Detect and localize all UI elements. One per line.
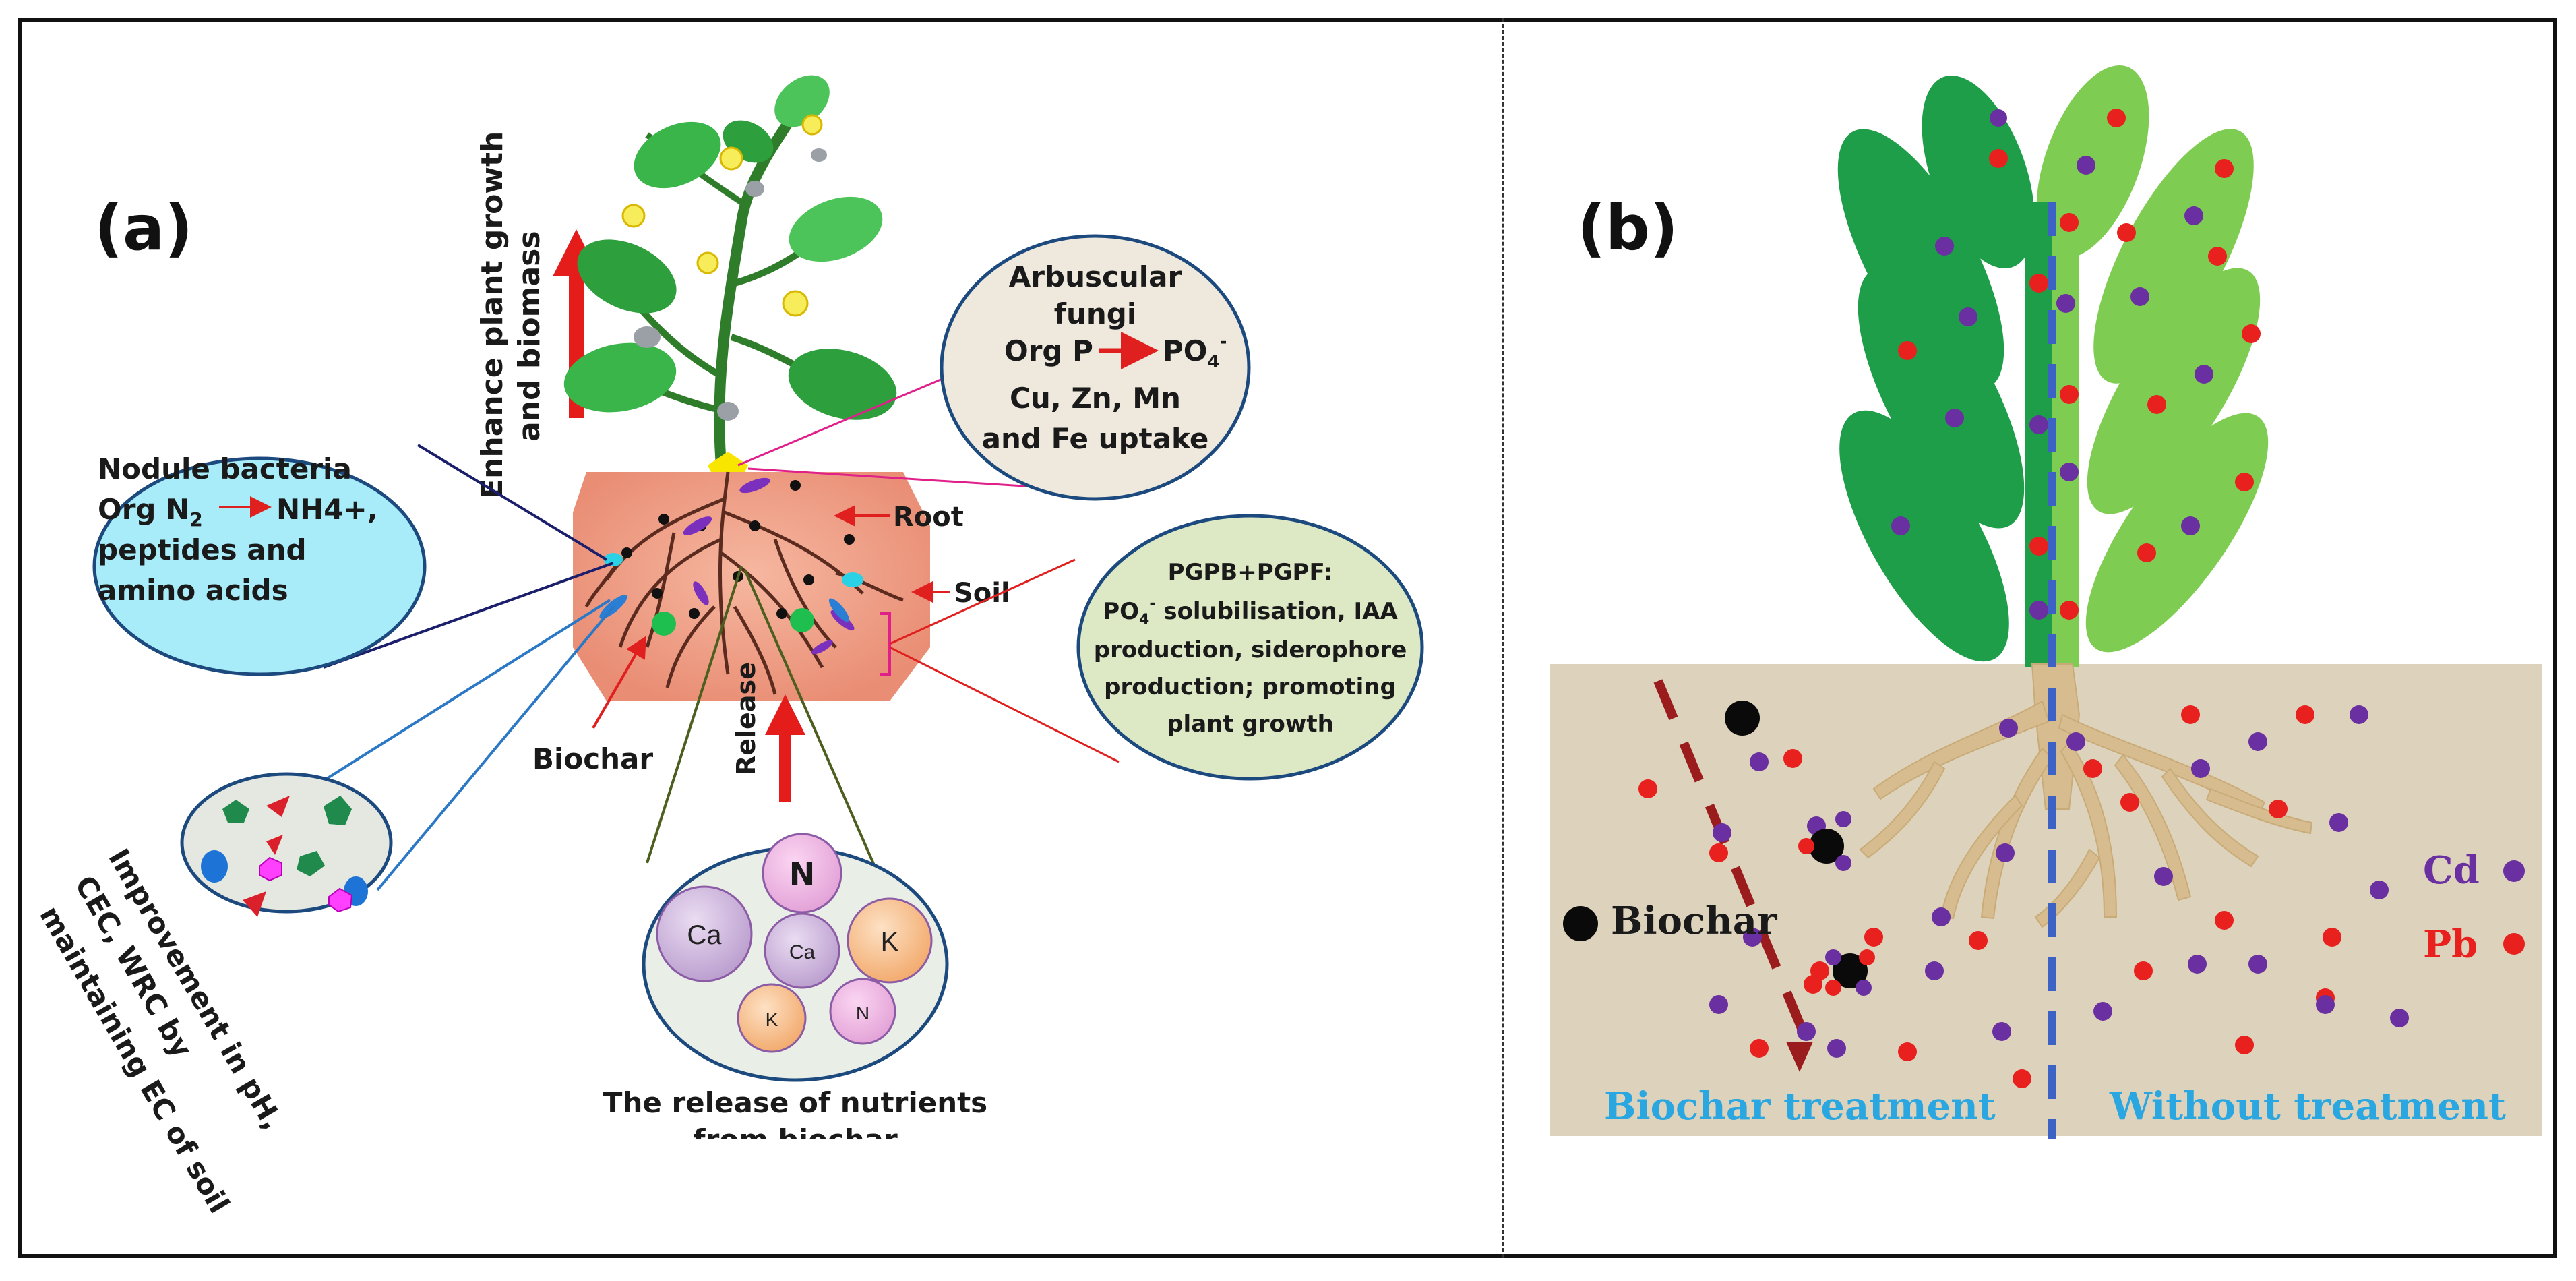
panel-b-label: (b)	[1577, 192, 1678, 264]
nutrient-k-big: K	[881, 927, 899, 957]
without-treatment-caption: Without treatment	[2109, 1084, 2506, 1129]
nodule-line1: Nodule bacteria	[98, 452, 352, 485]
biochar-label: Biochar	[532, 742, 653, 775]
pgpb-line3: production, siderophore	[1094, 636, 1407, 663]
release-label: Release	[731, 662, 761, 775]
nutrient-n-small: N	[856, 1003, 869, 1023]
pgpb-line2-sub: 4	[1139, 612, 1149, 628]
nutrient-n-big: N	[789, 856, 816, 892]
panel-divider	[1502, 18, 1504, 1258]
growth-label-line2: and biomass	[512, 231, 547, 442]
svg-text:PO4- solubilisation, IAA: PO4- solubilisation, IAA	[1103, 595, 1398, 628]
fungi-line3-sup: -	[1220, 332, 1227, 352]
fungi-line4: Cu, Zn, Mn	[1010, 382, 1181, 415]
nodule-line2a: Org N	[98, 493, 189, 526]
caption-crop-mask	[607, 1139, 984, 1160]
panel-a-label: (a)	[94, 192, 193, 264]
growth-label-line1: Enhance plant growth	[475, 131, 510, 499]
fungi-line3-sub: 4	[1208, 352, 1220, 372]
biochar-legend-label: Biochar	[1611, 899, 1778, 943]
root-system-b	[1859, 663, 2313, 928]
nodule-line3: peptides and	[98, 533, 307, 566]
nodule-line2b: NH4+,	[276, 493, 378, 526]
cd-legend-label: Cd	[2423, 848, 2480, 893]
plant-leaves	[1837, 65, 2269, 662]
pgpb-line2-sup: -	[1149, 595, 1155, 612]
pgpb-line5: plant growth	[1167, 711, 1334, 738]
arbuscular-fungi-bubble: Arbuscular fungi Org P PO4- Cu, Zn, Mn a…	[940, 234, 1251, 501]
nodule-line4: amino acids	[98, 574, 288, 607]
pb-legend-dot	[2503, 933, 2525, 955]
fungi-line2: fungi	[1054, 297, 1137, 330]
fungi-line1: Arbuscular	[1009, 260, 1182, 293]
biochar-particles-b	[1725, 701, 1875, 996]
pgpb-line1: PGPB+PGPF:	[1168, 559, 1333, 586]
pgpb-line4: production; promoting	[1104, 674, 1397, 701]
pgpb-line2a: PO	[1103, 598, 1139, 625]
fungi-line5: and Fe uptake	[982, 422, 1209, 455]
stem-right	[2052, 202, 2079, 667]
biochar-arrow	[592, 636, 646, 729]
svg-text:PO4-: PO4-	[1163, 332, 1227, 372]
release-caption-line1: The release of nutrients	[603, 1086, 987, 1119]
nodule-bacteria-bubble: Nodule bacteria Org N2 NH4+, peptides an…	[92, 452, 427, 676]
biochar-arrow-head	[1786, 1042, 1813, 1072]
figure-frame	[18, 18, 2557, 1258]
nutrient-release-bubble: N Ca Ca K K N	[642, 833, 949, 1082]
cd-legend-dot	[2503, 860, 2525, 882]
metal-dots-leaves	[1891, 109, 2261, 620]
pgpb-pgpf-bubble: PGPB+PGPF: PO4- solubilisation, IAA prod…	[1076, 514, 1424, 781]
fungi-line3a: Org P	[1004, 334, 1093, 367]
svg-text:Org N2: Org N2	[98, 493, 203, 531]
nutrient-ca-small: Ca	[789, 941, 816, 963]
nutrient-k-small: K	[766, 1009, 778, 1030]
nutrient-ca-big: Ca	[687, 920, 722, 950]
metal-dots-soil	[1638, 705, 2409, 1088]
fungi-line3b: PO	[1163, 334, 1208, 367]
pgpb-line2b: solubilisation, IAA	[1156, 598, 1399, 625]
release-arrow	[765, 694, 805, 802]
biochar-legend-dot	[1563, 906, 1598, 941]
plant-illustration	[563, 75, 897, 479]
soil-improvement-bubble	[180, 772, 393, 917]
pb-legend-label: Pb	[2423, 922, 2478, 967]
biochar-treatment-caption: Biochar treatment	[1604, 1084, 1996, 1129]
nodule-line2-sub: 2	[189, 508, 202, 531]
root-label: Root	[893, 502, 964, 533]
